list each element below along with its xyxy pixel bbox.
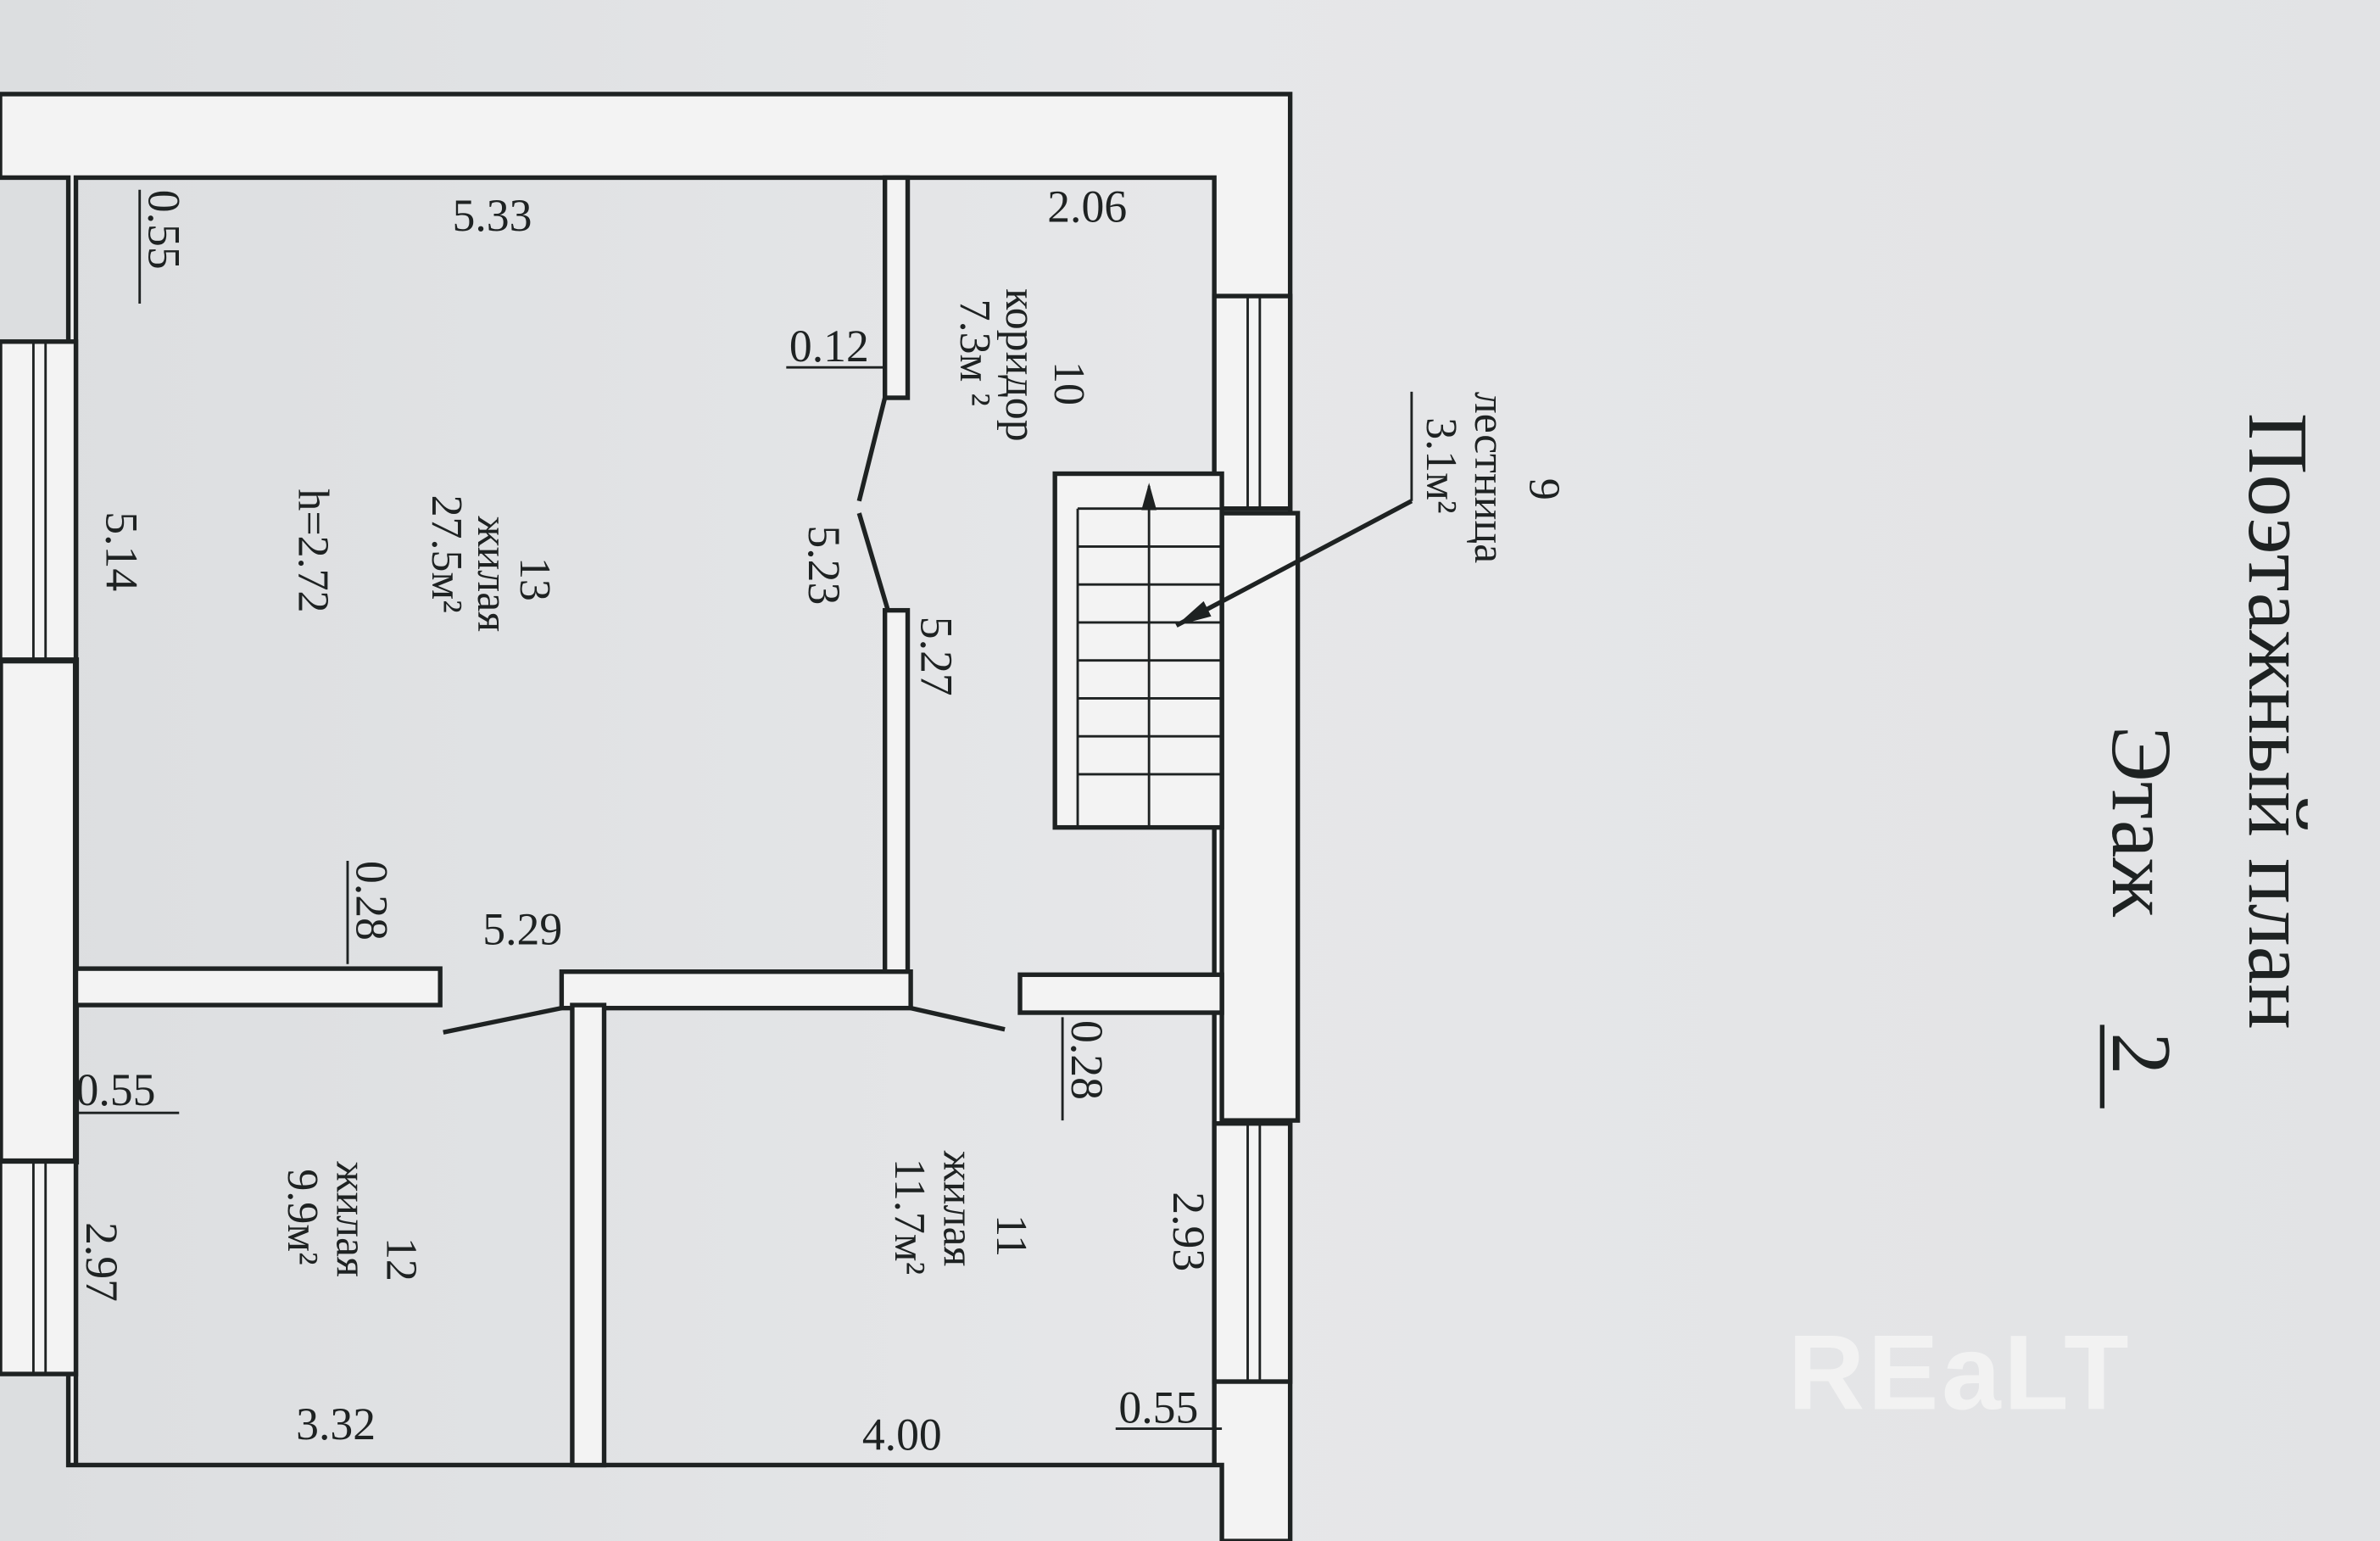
room-number: 12 [377, 1237, 426, 1281]
staircase [1052, 471, 1224, 830]
floor-label: Этаж [2094, 726, 2188, 918]
right-wall-segment [1219, 511, 1301, 1123]
room-area: 7.3м ² [950, 299, 999, 406]
dim-label: 0.28 [347, 861, 398, 941]
dim-label: 3.32 [296, 1399, 376, 1449]
walls [0, 92, 1413, 1541]
room-13: 13 жилая 27.5м² h=2.72 [289, 489, 559, 632]
dim-label: 0.12 [789, 321, 869, 371]
wall-13-11 [559, 969, 913, 1011]
dim-label: 0.55 [138, 190, 189, 270]
window-left-1 [0, 339, 79, 663]
room-area: 11.7м² [885, 1159, 934, 1275]
dim-label: 0.28 [1062, 1020, 1112, 1100]
dim-label: 5.27 [911, 617, 962, 696]
partition-corridor-bottom [882, 607, 911, 974]
room-type: жилая [934, 1150, 982, 1266]
watermark-logo: REaLT [1788, 1313, 2132, 1432]
dim-label: 5.14 [96, 511, 147, 591]
room-9: 9 лестница 3.1м² [1417, 392, 1569, 563]
room-number: 11 [987, 1214, 1035, 1257]
dim-label: 2.97 [76, 1222, 127, 1302]
left-wall-segment [0, 657, 80, 1165]
dim-label: 5.23 [799, 525, 850, 605]
room-area: 27.5м² [422, 495, 471, 613]
dim-label: 0.55 [1118, 1382, 1198, 1432]
window-right-1 [1212, 293, 1293, 511]
room-height: h=2.72 [289, 489, 337, 612]
room-type: лестница [1465, 392, 1513, 563]
window-right-2 [1212, 1121, 1293, 1384]
leader-arrow [1175, 499, 1413, 628]
room-10: 10 коридор 7.3м ² [950, 288, 1093, 442]
wall-12-11 [570, 1002, 607, 1468]
dim-label: 5.33 [452, 190, 532, 241]
room-type: коридор [996, 288, 1045, 442]
dimensions: 5.33 2.06 0.55 0.12 5.14 5.23 5.27 0.28 … [76, 181, 1223, 1460]
room-11: 11 жилая 11.7м² [885, 1150, 1035, 1275]
room-area: 9.9м² [278, 1169, 326, 1265]
wall-corridor-11 [1017, 972, 1224, 1015]
dim-label: 0.55 [76, 1064, 156, 1115]
door-swing [856, 397, 888, 502]
room-type: жилая [468, 516, 516, 632]
partition-corridor-top [882, 175, 911, 400]
dim-label: 4.00 [862, 1410, 942, 1460]
room-type: жилая [326, 1160, 375, 1276]
room-12: 12 жилая 9.9м² [278, 1160, 425, 1281]
floor-number: 2 [2094, 1032, 2188, 1075]
dim-label: 5.29 [482, 903, 562, 954]
title-text: Поэтажный план [2231, 413, 2325, 1030]
room-area: 3.1м² [1417, 417, 1465, 513]
wall-13-12 [73, 966, 443, 1008]
dim-label: 2.93 [1163, 1192, 1214, 1271]
room-number: 9 [1519, 478, 1568, 500]
window-left-2 [0, 1159, 79, 1376]
dim-label: 2.06 [1047, 181, 1127, 232]
room-number: 10 [1045, 361, 1093, 405]
plan-title: Поэтажный план Этаж 2 [2094, 413, 2325, 1108]
room-number: 13 [510, 557, 559, 601]
